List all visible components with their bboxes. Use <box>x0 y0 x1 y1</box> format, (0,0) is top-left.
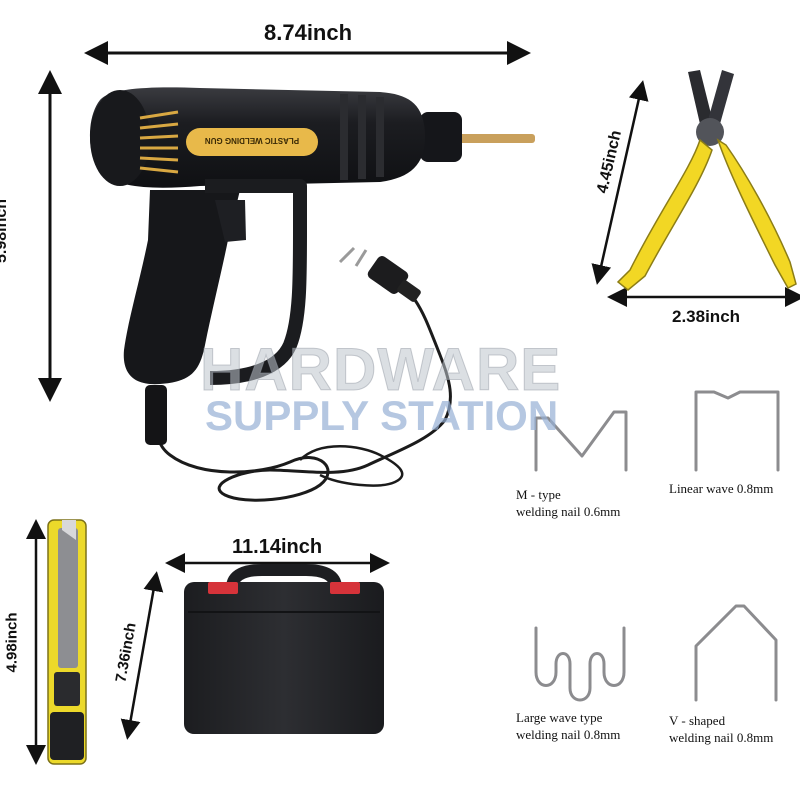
gun-width-label: 8.74inch <box>264 20 353 45</box>
caption-m-type-line2: welding nail 0.6mm <box>516 504 621 519</box>
case-width-label: 11.14inch <box>232 536 323 558</box>
utility-knife-icon <box>47 519 87 765</box>
power-plug <box>338 246 421 302</box>
caption-v-shaped-line1: V - shaped <box>669 713 726 728</box>
v-shaped-nail <box>694 604 778 702</box>
welding-nail-icon <box>534 390 780 702</box>
case-height-arrow <box>120 571 164 740</box>
pliers-width-label: 2.38inch <box>672 307 741 326</box>
carry-case-icon <box>184 564 384 734</box>
m-type-nail <box>534 410 628 472</box>
pliers-length-arrow <box>591 80 649 285</box>
knife-length-label: 4.98inch <box>3 612 21 673</box>
caption-v-shaped-line2: welding nail 0.8mm <box>669 730 774 745</box>
caption-v-shaped: V - shaped welding nail 0.8mm <box>669 712 773 746</box>
pliers-icon <box>616 70 797 291</box>
linear-wave-nail <box>694 390 780 472</box>
large-wave-nail <box>534 626 626 702</box>
watermark-line2: SUPPLY STATION <box>205 392 559 439</box>
welding-gun-icon <box>89 87 535 445</box>
gun-height-label: 5.98inch <box>0 198 11 264</box>
caption-linear-wave: Linear wave 0.8mm <box>669 480 773 497</box>
power-cord-loop <box>299 445 404 487</box>
caption-large-wave: Large wave type welding nail 0.8mm <box>516 709 620 743</box>
gun-badge-label: PLASTIC WELDING GUN <box>204 136 300 145</box>
watermark-line1: HARDWARE <box>199 336 562 404</box>
power-cord <box>155 299 452 502</box>
caption-large-wave-line1: Large wave type <box>516 710 603 725</box>
caption-m-type: M - type welding nail 0.6mm <box>516 486 620 520</box>
caption-m-type-line1: M - type <box>516 487 561 502</box>
caption-linear-wave-line1: Linear wave 0.8mm <box>669 481 774 496</box>
caption-large-wave-line2: welding nail 0.8mm <box>516 727 621 742</box>
